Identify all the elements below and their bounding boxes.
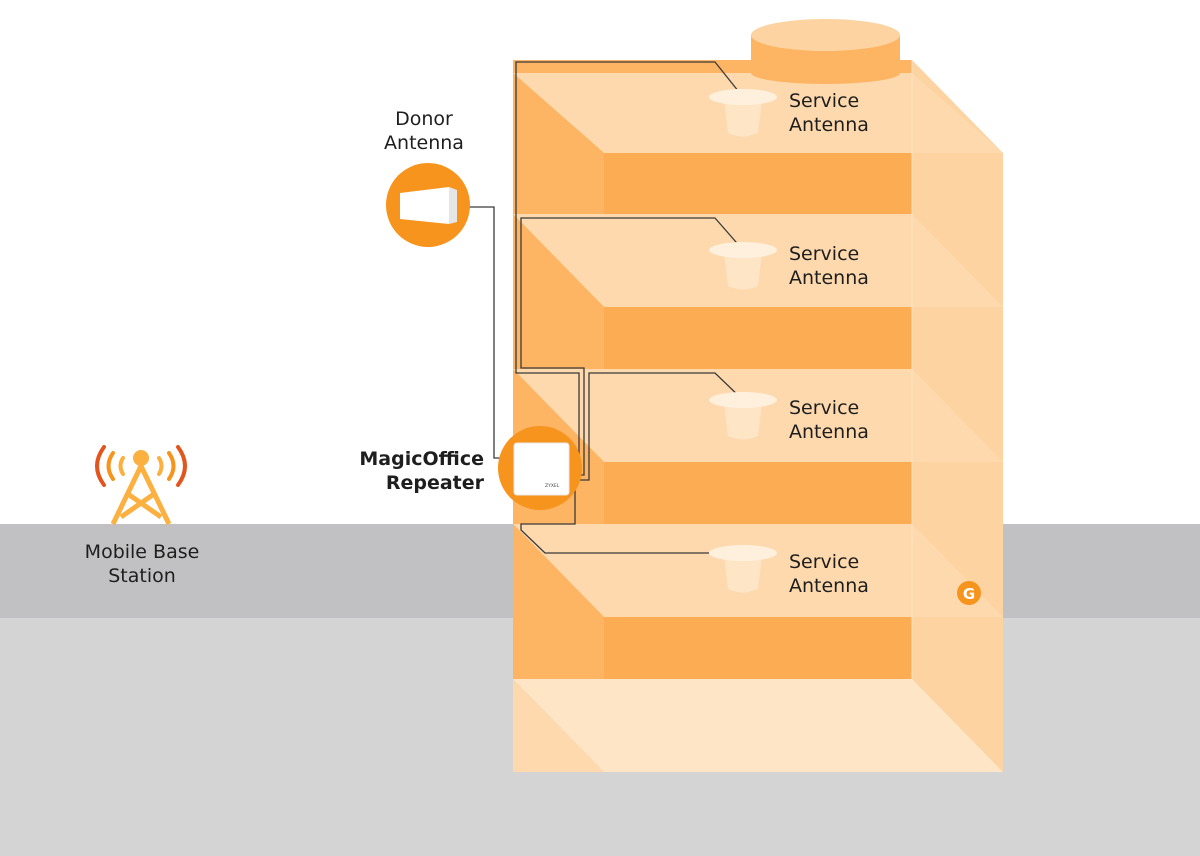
brand-logo-letter: G (963, 585, 975, 603)
donor-antenna (386, 163, 470, 247)
cell-tower-icon (95, 445, 187, 526)
floor-band (604, 153, 912, 214)
service-antenna-1 (709, 89, 777, 137)
repeater-label-line-1: MagicOffice (359, 448, 484, 470)
mobile-base-station-label-line-2: Station (108, 565, 176, 587)
service-antenna-label-2-line-2: Antenna (789, 267, 869, 289)
donor-antenna-label-line-2: Antenna (384, 132, 464, 154)
mobile-base-station-label: Mobile Base Station (62, 540, 222, 588)
tank-bottom (751, 62, 900, 84)
floor-side-band (912, 153, 1003, 214)
rooftop-tank (751, 19, 900, 84)
service-antenna-label-4-line-1: Service (789, 551, 860, 573)
floor-side-band (912, 462, 1003, 524)
service-antenna-label-2-line-1: Service (789, 243, 860, 265)
repeater-label: MagicOffice Repeater (320, 447, 484, 495)
floor-side-band (912, 307, 1003, 369)
repeater-brand: ZYXEL (545, 483, 560, 489)
cable-floor-3 (570, 372, 744, 481)
repeater-device-detail (513, 442, 570, 496)
floor-slab-shade (513, 524, 604, 617)
service-antenna-label-3-line-2: Antenna (789, 421, 869, 443)
building-base (513, 679, 1003, 772)
floor-slab-shade (513, 214, 604, 307)
floor-1 (513, 73, 1003, 214)
service-antenna-label-3: Service Antenna (789, 396, 869, 444)
panel-antenna-icon (400, 187, 449, 224)
service-antenna-4 (709, 545, 777, 593)
service-antenna-label-1-line-2: Antenna (789, 114, 869, 136)
service-antenna-label-1-line-1: Service (789, 90, 860, 112)
service-antenna-label-1: Service Antenna (789, 89, 869, 137)
building-base-shade (513, 679, 604, 772)
service-antenna-label-2: Service Antenna (789, 242, 869, 290)
floor-2 (513, 214, 1003, 369)
floor-band (604, 462, 912, 524)
donor-antenna-label-line-1: Donor (395, 108, 453, 130)
floor-side-band (912, 617, 1003, 679)
repeater-device-icon (514, 443, 569, 495)
repeater: ZYXEL (498, 426, 582, 510)
service-antenna-2 (709, 242, 777, 290)
floor-band (604, 617, 912, 679)
brand-logo-icon: G (957, 581, 981, 605)
donor-antenna-label: Donor Antenna (364, 107, 484, 155)
service-antenna-label-4: Service Antenna (789, 550, 869, 598)
floor-band (604, 307, 912, 369)
service-antenna-label-4-line-2: Antenna (789, 575, 869, 597)
cable-floor-2 (520, 217, 744, 476)
service-antenna-3 (709, 392, 777, 440)
mobile-base-station-label-line-1: Mobile Base (84, 541, 200, 563)
panel-antenna-edge (449, 187, 457, 224)
tank-top (751, 19, 900, 51)
floor-slab-shade (513, 73, 604, 153)
service-antenna-label-3-line-1: Service (789, 397, 860, 419)
donor-cable (457, 206, 513, 459)
repeater-label-line-2: Repeater (385, 472, 484, 494)
